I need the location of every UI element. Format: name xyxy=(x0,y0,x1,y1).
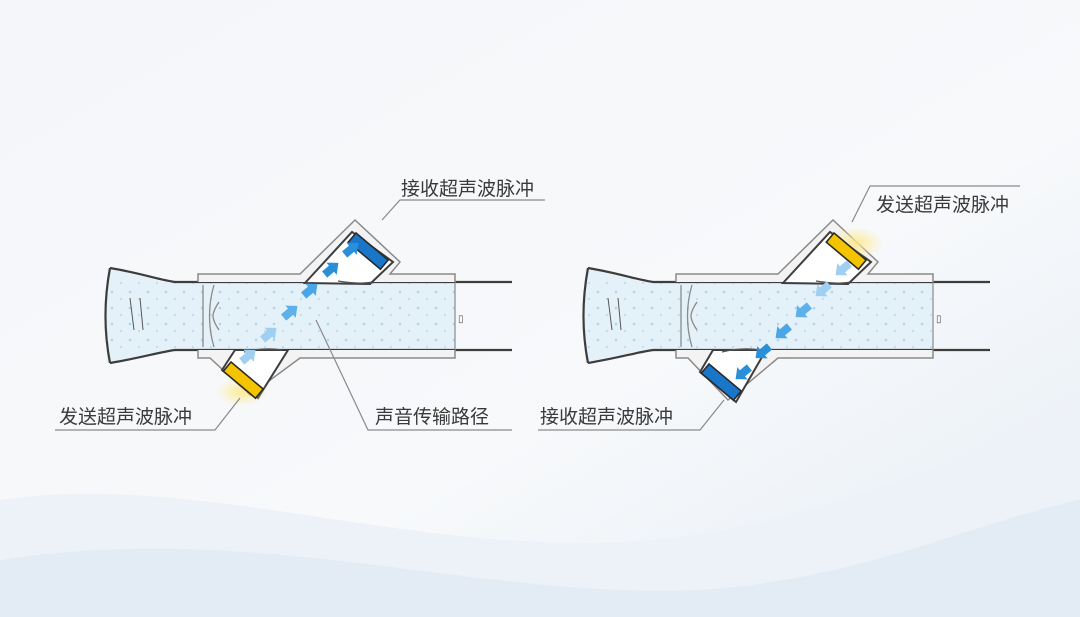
right-lower-port xyxy=(698,349,768,404)
left-send-label: 发送超声波脉冲 xyxy=(59,406,192,428)
right-end-mark: ▯ xyxy=(936,314,942,325)
left-receive-leader xyxy=(381,199,545,221)
left-meter-body xyxy=(197,218,456,282)
left-flowmeter: ▯ 接收超声波脉冲 发送超声波脉冲 声音传输路径 xyxy=(55,178,545,431)
background-swoosh-2 xyxy=(0,500,1080,617)
right-send-label: 发送超声波脉冲 xyxy=(876,194,1009,216)
right-flow-conditioner xyxy=(680,284,698,348)
left-inlet-cone xyxy=(104,266,176,365)
right-receive-leader xyxy=(538,399,725,431)
left-end-mark: ▯ xyxy=(458,314,464,325)
left-receive-label: 接收超声波脉冲 xyxy=(401,178,534,200)
right-flowmeter: ▯ 发送超声波脉冲 接收超声波脉冲 xyxy=(538,185,1020,431)
right-sender-transducer xyxy=(825,231,868,271)
left-path-label: 声音传输路径 xyxy=(375,406,489,428)
left-sender-transducer xyxy=(222,360,265,400)
right-receive-label: 接收超声波脉冲 xyxy=(540,406,673,428)
right-inlet-cone xyxy=(582,266,654,365)
right-send-leader xyxy=(851,185,1020,223)
left-send-leader xyxy=(55,397,241,431)
left-flow-conditioner xyxy=(202,284,220,348)
left-path-leader xyxy=(315,319,512,431)
left-receiver-transducer xyxy=(347,231,390,271)
right-receiver-transducer xyxy=(700,362,743,402)
